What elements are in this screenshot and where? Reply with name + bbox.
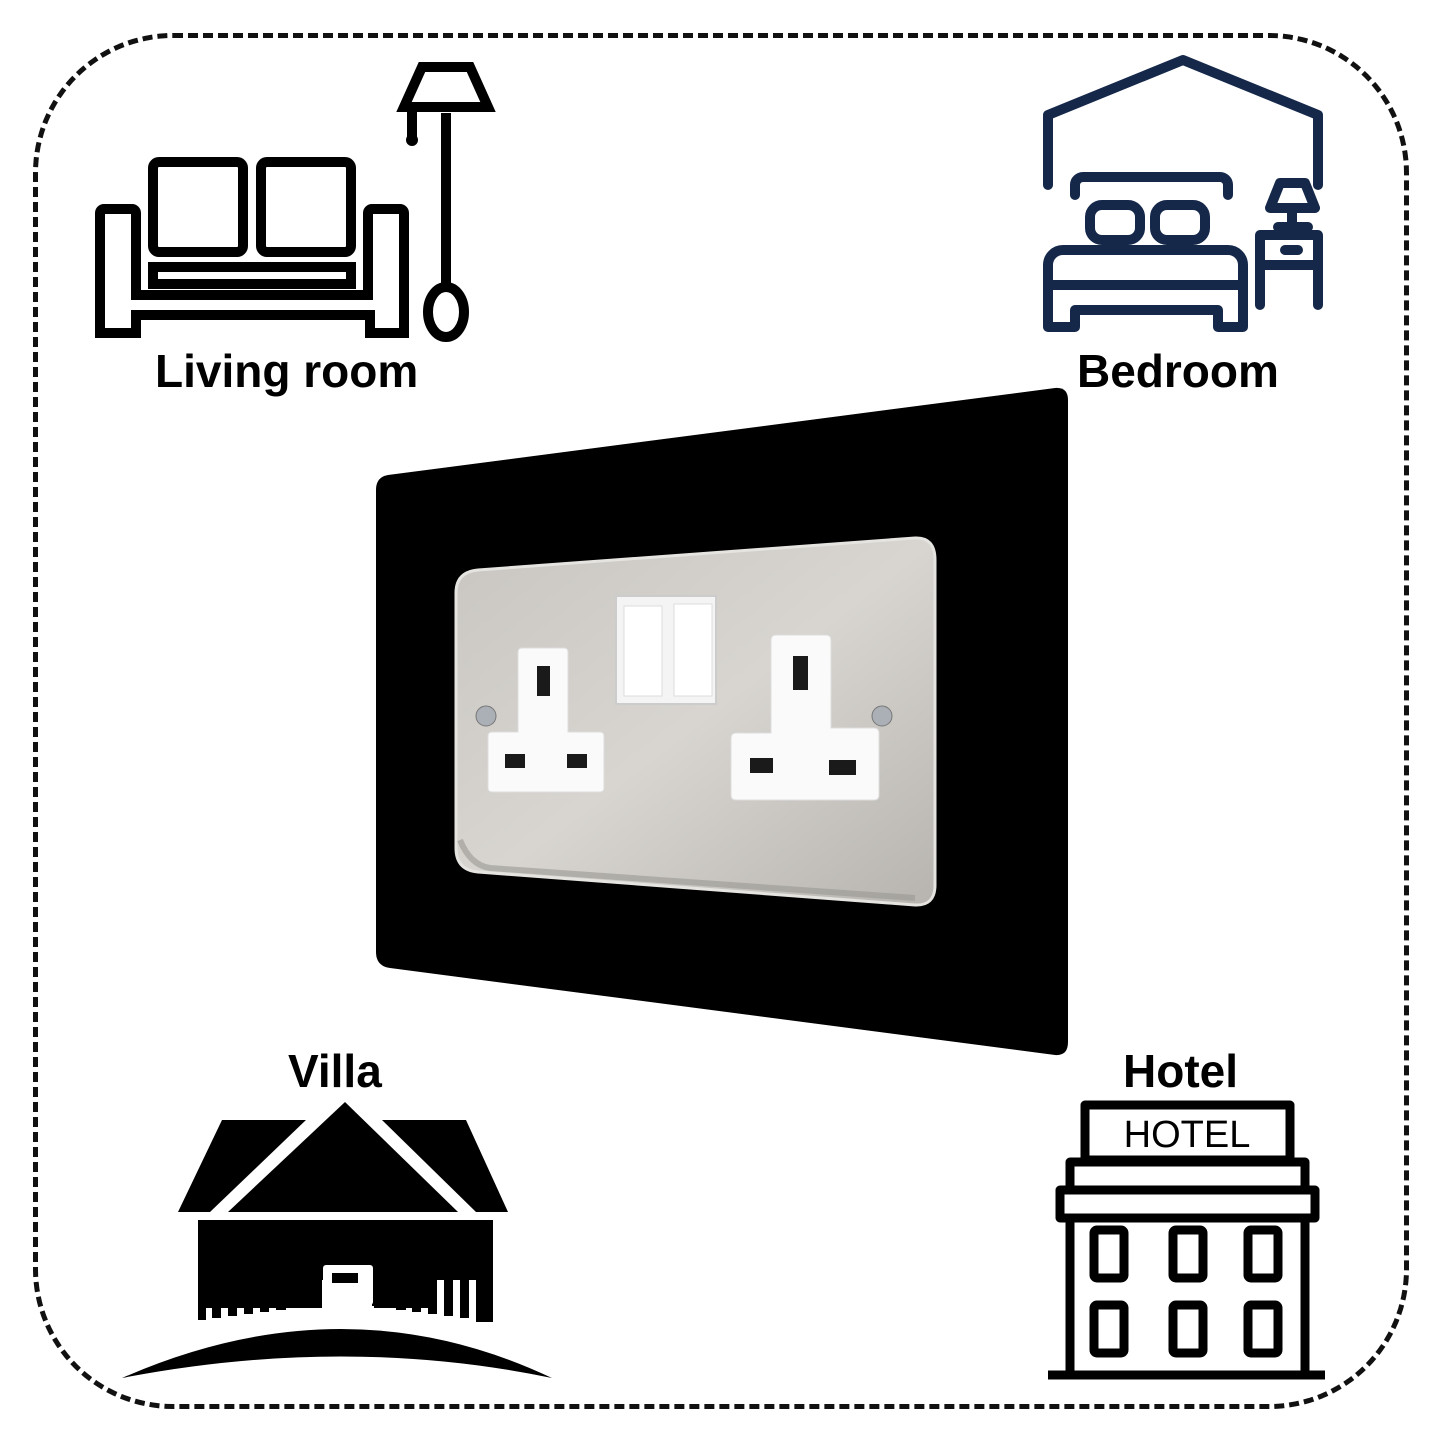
villa-house-icon xyxy=(122,1102,552,1378)
hotel-sign-text: HOTEL xyxy=(1124,1114,1251,1156)
steel-faceplate xyxy=(454,536,937,907)
living-room-sofa-lamp-icon xyxy=(95,62,496,342)
bedroom-bed-icon xyxy=(1043,55,1323,332)
hotel-building-icon: HOTEL xyxy=(1048,1100,1325,1380)
bedroom-label: Bedroom xyxy=(1077,345,1279,397)
hotel-label: Hotel xyxy=(1123,1045,1238,1097)
living-room-label: Living room xyxy=(155,345,419,397)
villa-label: Villa xyxy=(288,1045,382,1097)
dashed-rounded-border xyxy=(33,33,1409,1409)
